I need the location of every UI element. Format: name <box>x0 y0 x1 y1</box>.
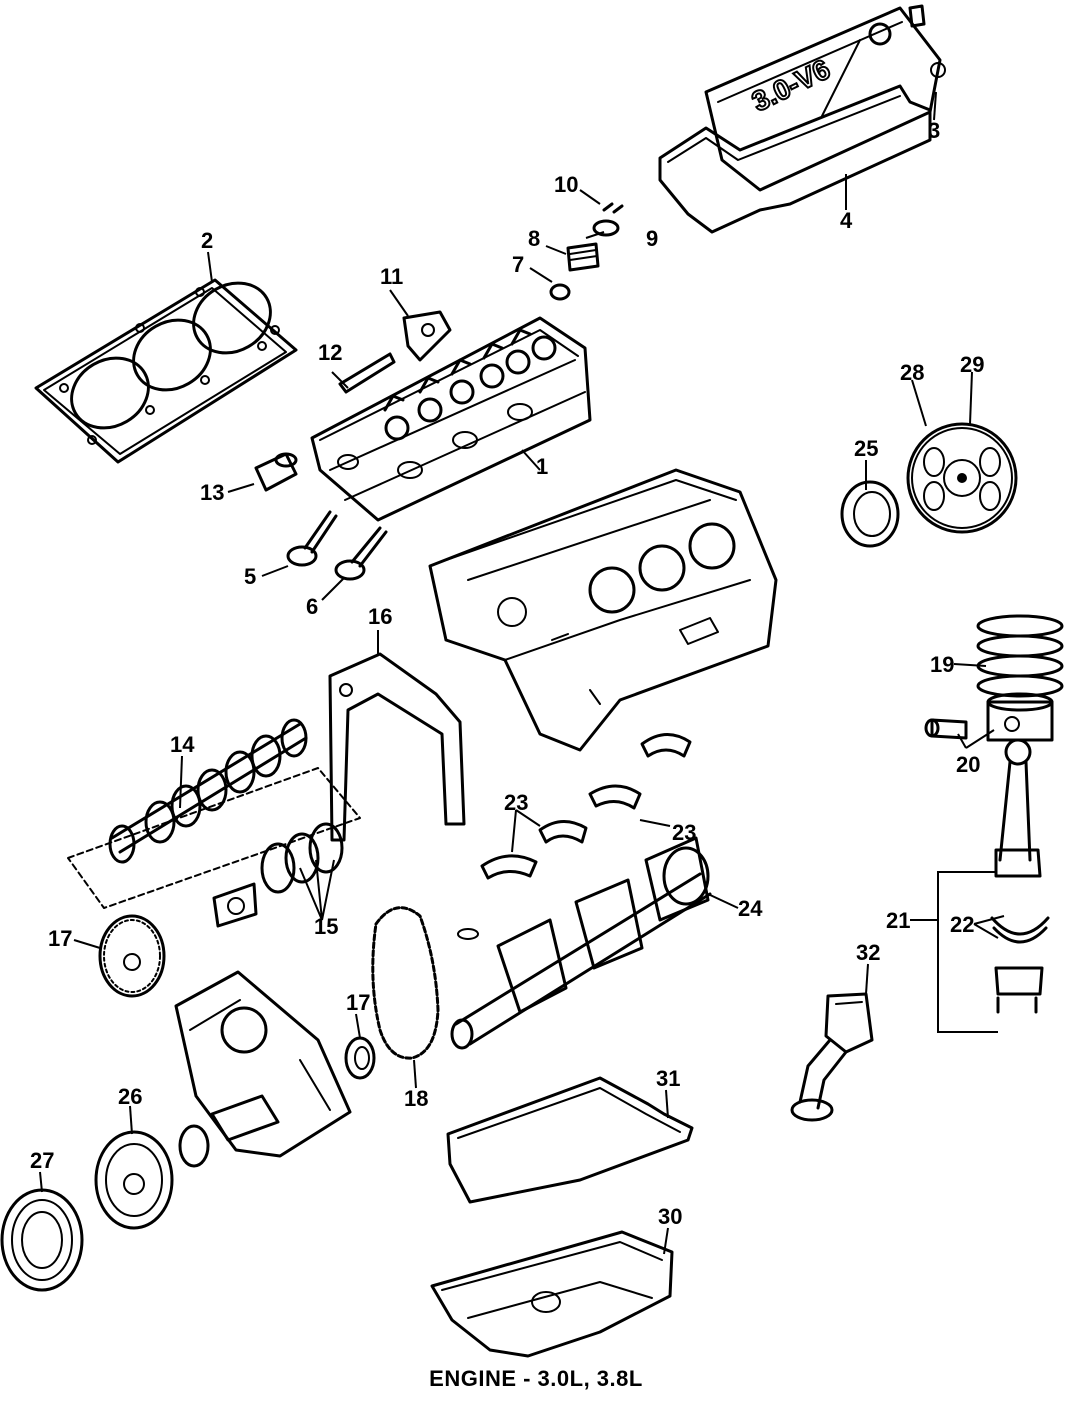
callout-1: 1 <box>536 454 548 479</box>
rear-main-seal <box>840 480 900 548</box>
callout-19: 19 <box>930 652 954 677</box>
callout-23b: 23 <box>672 820 696 845</box>
connecting-rod <box>994 738 1042 878</box>
callout-31: 31 <box>656 1066 680 1091</box>
callout-23a: 23 <box>504 790 528 815</box>
crank-sprocket <box>344 1036 376 1080</box>
front-seal <box>178 1124 210 1168</box>
callout-7: 7 <box>512 252 524 277</box>
head-gasket <box>34 278 298 464</box>
crankshaft <box>450 836 712 1050</box>
callout-18: 18 <box>404 1086 428 1111</box>
timing-chain <box>371 906 440 1060</box>
rocker-arm <box>402 310 452 362</box>
timing-cover-gasket <box>328 652 466 842</box>
valve-spring <box>566 242 600 272</box>
exhaust-valve <box>334 526 388 581</box>
spring-retainer <box>592 219 620 237</box>
callout-2: 2 <box>201 228 213 253</box>
callout-11: 11 <box>380 264 403 289</box>
callout-numbers: 1 2 3 4 5 6 7 8 9 10 11 12 13 14 15 16 1… <box>30 118 984 1229</box>
oil-pan-gasket <box>446 1076 694 1204</box>
callout-32: 32 <box>856 940 880 965</box>
valve-stem-seal <box>549 283 571 301</box>
thrust-plate <box>212 882 258 928</box>
crank-pulley <box>0 1188 84 1292</box>
valve-keepers <box>602 202 624 214</box>
callout-30: 30 <box>658 1204 682 1229</box>
callout-17a: 17 <box>48 926 72 951</box>
main-bearings <box>480 733 692 880</box>
cam-bearings <box>260 822 344 894</box>
callout-9: 9 <box>646 226 658 251</box>
lifter <box>254 452 298 492</box>
callout-8: 8 <box>528 226 540 251</box>
callout-16: 16 <box>368 604 392 629</box>
diagram-caption: ENGINE - 3.0L, 3.8L <box>429 1366 643 1391</box>
callout-22: 22 <box>950 912 974 937</box>
piston-pin <box>924 718 968 740</box>
callout-5: 5 <box>244 564 256 589</box>
engine-block <box>428 468 778 752</box>
callout-12: 12 <box>318 340 342 365</box>
timing-cover <box>174 970 352 1158</box>
rod-bearings <box>990 916 1050 944</box>
intake-valve <box>286 510 338 567</box>
harmonic-balancer <box>94 1130 174 1230</box>
callout-10: 10 <box>554 172 578 197</box>
oil-pump <box>790 992 874 1122</box>
cam-sprocket <box>98 914 166 998</box>
callout-28: 28 <box>900 360 924 385</box>
callout-15: 15 <box>314 914 338 939</box>
valve-cover-gasket <box>658 84 932 234</box>
oil-pan <box>430 1230 674 1358</box>
flexplate <box>906 422 1018 534</box>
cylinder-head <box>310 316 592 522</box>
leader-lines <box>39 91 1005 1255</box>
pushrod <box>338 352 396 394</box>
callout-25: 25 <box>854 436 878 461</box>
piston <box>986 692 1054 742</box>
callout-3: 3 <box>928 118 940 143</box>
callout-6: 6 <box>306 594 318 619</box>
cover-marking: 3.0-V6 <box>747 53 835 117</box>
callout-24: 24 <box>738 896 763 921</box>
cam-bearing-tray <box>67 767 361 909</box>
callout-27: 27 <box>30 1148 54 1173</box>
callout-14: 14 <box>170 732 195 757</box>
callout-20: 20 <box>956 752 980 777</box>
callout-17b: 17 <box>346 990 370 1015</box>
callout-4: 4 <box>840 208 853 233</box>
rod-cap <box>994 966 1044 1014</box>
callout-26: 26 <box>118 1084 142 1109</box>
piston-rings <box>976 614 1064 698</box>
camshaft <box>108 718 308 864</box>
callout-21: 21 <box>886 908 910 933</box>
callout-13: 13 <box>200 480 224 505</box>
callout-29: 29 <box>960 352 984 377</box>
